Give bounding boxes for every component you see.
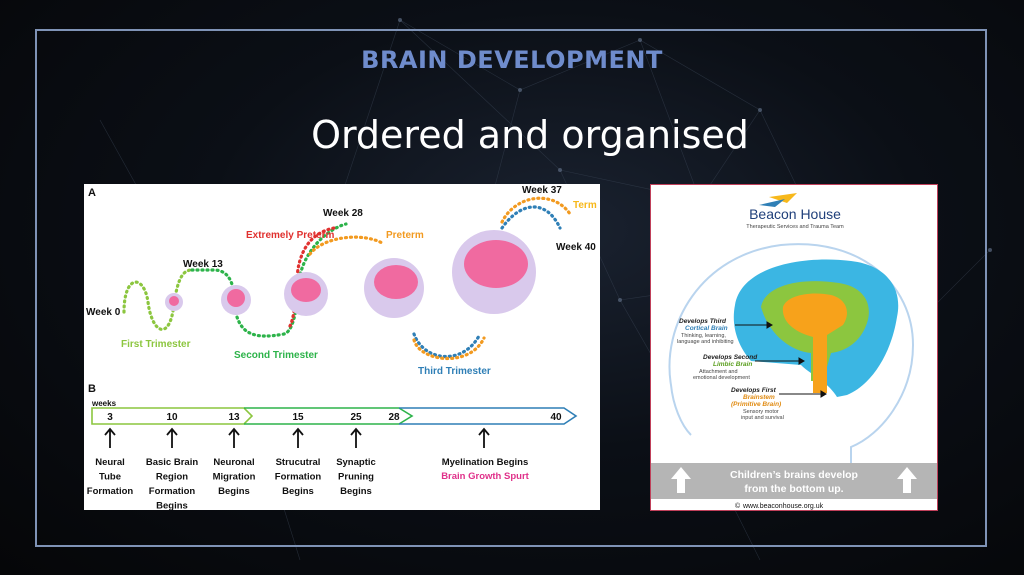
cortical-name: Cortical Brain (685, 325, 728, 332)
fetal-brain-stages (165, 230, 536, 318)
beacon-logo-text: Beacon House (749, 206, 841, 222)
event-brain-growth-spurt: Brain Growth Spurt (441, 471, 529, 482)
label-preterm: Preterm (386, 230, 424, 241)
label-week-28: Week 28 (323, 208, 363, 219)
label-second-trimester: Second Trimester (234, 350, 318, 361)
limbic-desc1: Attachment and (699, 369, 738, 375)
copyright-symbol: © (735, 502, 741, 510)
slide-frame (35, 29, 987, 547)
brainstem-desc2: input and survival (741, 415, 784, 421)
slide-heading: BRAIN DEVELOPMENT (361, 46, 663, 74)
up-arrows (104, 427, 490, 448)
label-term: Term (573, 200, 597, 211)
label-week-13: Week 13 (183, 259, 223, 270)
weeks-label: weeks (91, 399, 117, 408)
tick-week-28: 28 (388, 412, 400, 423)
label-week-0: Week 0 (86, 307, 121, 318)
label-week-40: Week 40 (556, 242, 596, 253)
beacon-logo-subtitle: Therapeutic Services and Trauma Team (746, 224, 844, 230)
cortical-title: Develops Third (679, 318, 727, 325)
brainstem-title: Develops First (731, 387, 777, 394)
limbic-title: Develops Second (703, 354, 758, 361)
tick-week-13: 13 (228, 412, 240, 423)
brainstem-layer (782, 293, 847, 393)
limbic-desc2: emotional development (693, 375, 750, 381)
panel-label-a: A (88, 187, 96, 199)
timeline-arrows (91, 407, 578, 425)
fetal-brain-figure: A Week 0 Week 13 Week 28 Week 37 Week 40… (84, 184, 600, 512)
tick-week-15: 15 (292, 412, 304, 423)
tick-week-25: 25 (350, 412, 362, 423)
beacon-logo-icon (759, 193, 797, 207)
label-week-37: Week 37 (522, 185, 562, 196)
panel-label-b: B (88, 383, 96, 395)
brainstem-desc1: Sensory motor (743, 409, 779, 415)
cortical-desc1: Thinking, learning, (681, 333, 726, 339)
brainstem-name: Brainstem (743, 394, 775, 401)
up-arrow-icon-right (897, 467, 917, 493)
up-arrow-icon-left (671, 467, 691, 493)
label-extremely-preterm: Extremely Preterm (246, 230, 334, 241)
label-third-trimester: Third Trimester (418, 366, 491, 377)
banner-line-2: from the bottom up. (744, 483, 843, 495)
limbic-name: Limbic Brain (713, 361, 752, 368)
cortical-desc2: language and inhibiting (677, 339, 734, 345)
tick-week-10: 10 (166, 412, 178, 423)
brainstem-name2: (Primitive Brain) (731, 401, 781, 408)
tick-week-3: 3 (107, 412, 113, 423)
tick-week-40: 40 (550, 412, 562, 423)
website-text: www.beaconhouse.org.uk (742, 503, 824, 510)
event-myelination: Myelination Begins (442, 457, 529, 468)
banner-line-1: Children’s brains develop (730, 469, 858, 481)
beacon-house-figure: Beacon House Therapeutic Services and Tr… (650, 184, 938, 511)
slide-subtitle: Ordered and organised (311, 113, 749, 157)
label-first-trimester: First Trimester (121, 339, 191, 350)
